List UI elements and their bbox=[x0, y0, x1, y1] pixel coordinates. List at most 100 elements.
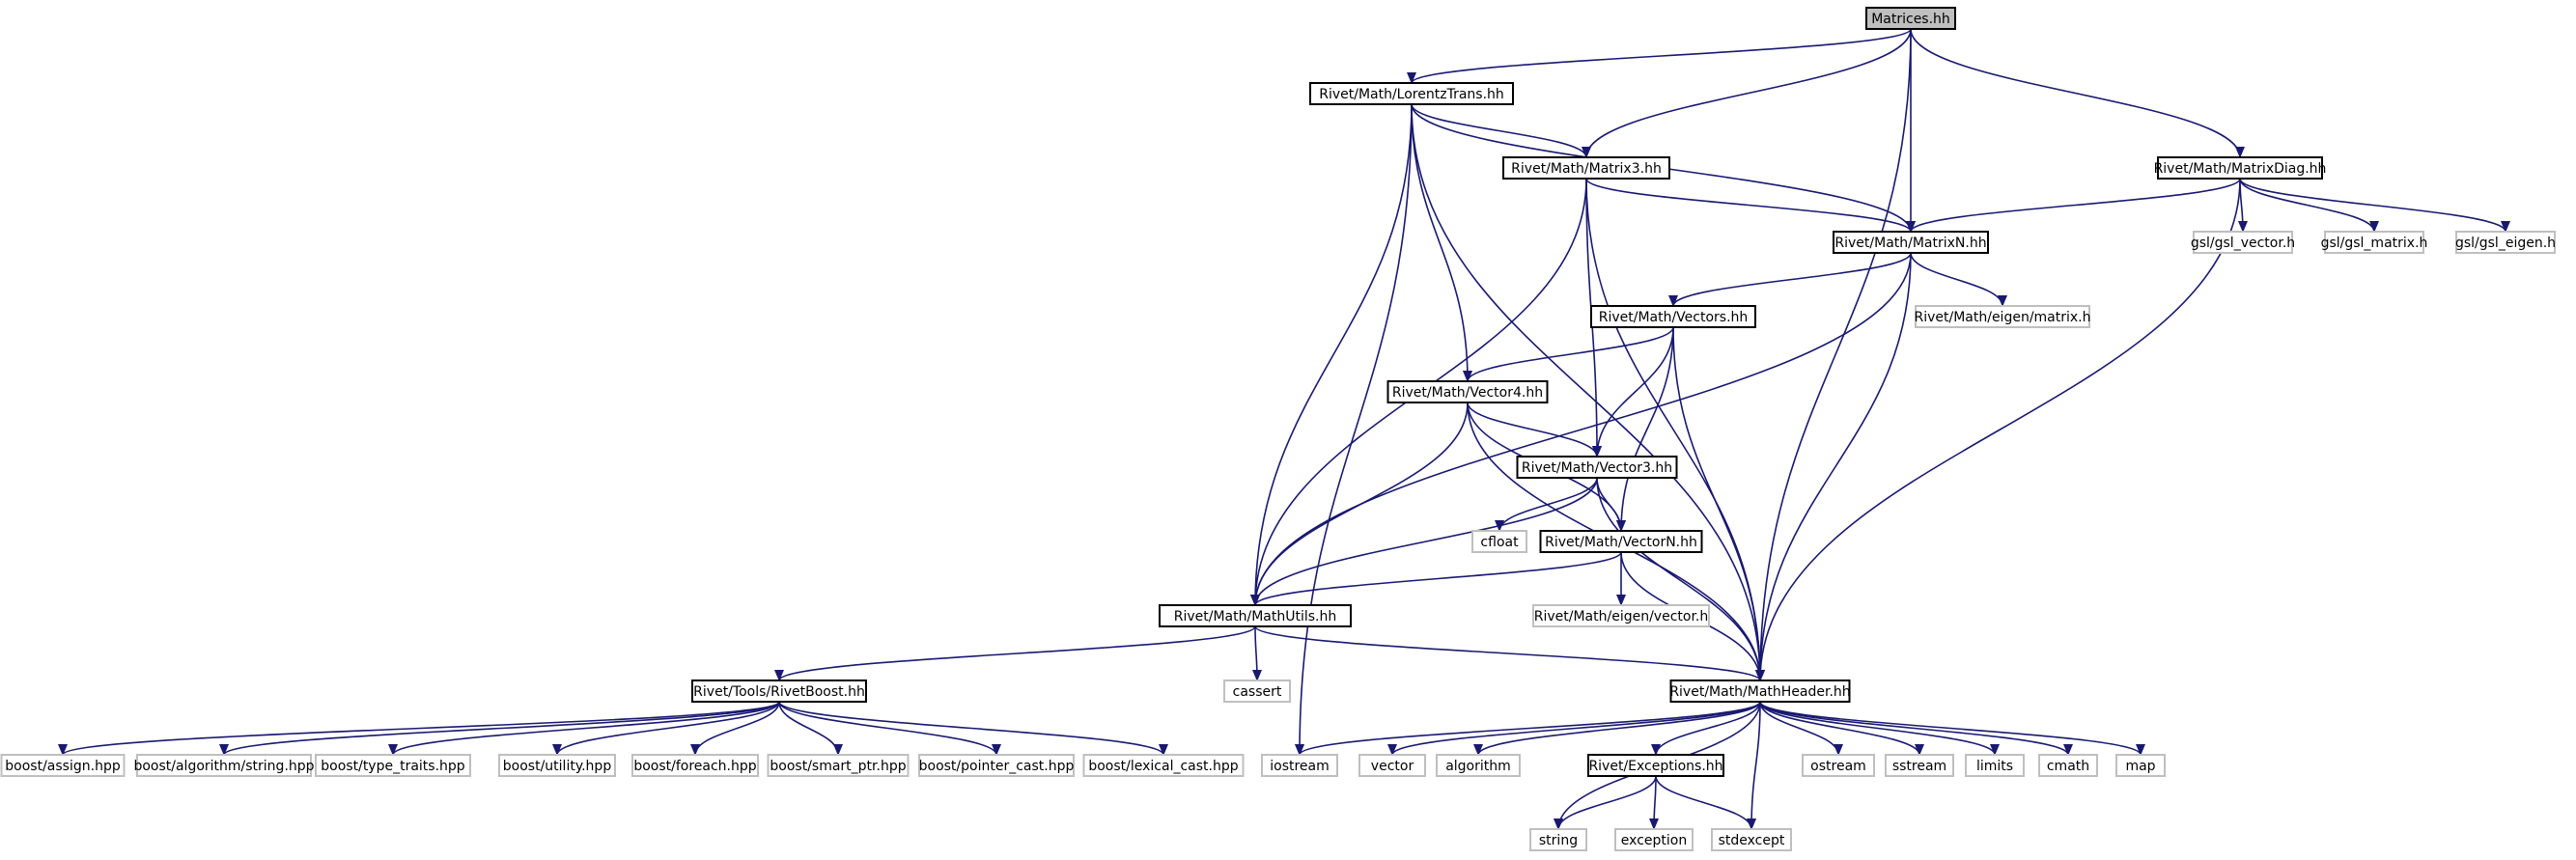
node-box-vector3 bbox=[1516, 456, 1678, 479]
node-exceptions[interactable]: Rivet/Exceptions.hh bbox=[1587, 754, 1724, 777]
node-box-map bbox=[2115, 754, 2166, 777]
node-mathheader[interactable]: Rivet/Math/MathHeader.hh bbox=[1669, 680, 1851, 703]
node-gsl_vector: gsl/gsl_vector.h bbox=[2191, 231, 2295, 254]
edge-vectors-to-vector3 bbox=[1592, 326, 1674, 458]
node-label-b_algstring: boost/algorithm/string.hpp bbox=[133, 759, 314, 774]
node-box-matrixdiag bbox=[2157, 156, 2323, 180]
edge-vectors-to-vector4 bbox=[1463, 326, 1674, 382]
edge-rivetboost-to-b_algstring bbox=[219, 701, 780, 756]
node-label-exception: exception bbox=[1621, 833, 1687, 848]
node-vector4[interactable]: Rivet/Math/Vector4.hh bbox=[1386, 380, 1549, 403]
node-iostream: iostream bbox=[1261, 754, 1338, 777]
node-label-b_typetraits: boost/type_traits.hpp bbox=[321, 759, 464, 774]
edge-mathutils-to-mathheader bbox=[1254, 625, 1765, 681]
node-box-matrices bbox=[1865, 7, 1956, 30]
edge-matrices-to-mathheader bbox=[1755, 28, 1912, 681]
node-matrixdiag[interactable]: Rivet/Math/MatrixDiag.hh bbox=[2154, 156, 2327, 180]
edge-exceptions-to-string bbox=[1554, 775, 1657, 830]
node-label-gsl_vector: gsl/gsl_vector.h bbox=[2191, 236, 2295, 251]
node-label-vectors: Rivet/Math/Vectors.hh bbox=[1599, 310, 1749, 325]
node-vector: vector bbox=[1358, 754, 1426, 777]
node-stdexcept: stdexcept bbox=[1711, 828, 1792, 851]
node-b_algstring: boost/algorithm/string.hpp bbox=[133, 754, 315, 777]
edge-vector4-to-mathutils bbox=[1250, 402, 1469, 606]
node-box-matrixn bbox=[1833, 231, 1989, 254]
edges-layer bbox=[58, 28, 2510, 830]
node-cassert: cassert bbox=[1223, 680, 1291, 703]
node-lorentz[interactable]: Rivet/Math/LorentzTrans.hh bbox=[1309, 82, 1514, 105]
edge-mathheader-to-iostream bbox=[1295, 701, 1761, 756]
node-matrixn[interactable]: Rivet/Math/MatrixN.hh bbox=[1833, 231, 1989, 254]
edge-vector3-to-mathheader bbox=[1596, 477, 1765, 681]
edge-mathheader-to-limits bbox=[1759, 701, 2000, 756]
edge-lorentz-to-vector4 bbox=[1411, 103, 1472, 382]
node-label-vector3: Rivet/Math/Vector3.hh bbox=[1522, 460, 1672, 476]
edge-exceptions-to-stdexcept bbox=[1655, 775, 1756, 830]
node-label-matrices: Matrices.hh bbox=[1871, 12, 1950, 27]
node-ostream: ostream bbox=[1802, 754, 1875, 777]
node-label-matrixdiag: Rivet/Math/MatrixDiag.hh bbox=[2154, 161, 2327, 177]
nodes-layer: Matrices.hhRivet/Math/LorentzTrans.hhRiv… bbox=[0, 7, 2556, 851]
node-label-b_utility: boost/utility.hpp bbox=[503, 759, 612, 774]
edge-matrixn-to-mathutils bbox=[1250, 252, 1912, 606]
node-b_utility: boost/utility.hpp bbox=[498, 754, 616, 777]
edge-matrixn-to-eigen_matrix bbox=[1910, 252, 2007, 307]
edge-rivetboost-to-b_lexicalcast bbox=[778, 701, 1168, 756]
node-label-gsl_matrix: gsl/gsl_matrix.h bbox=[2321, 236, 2428, 251]
edge-lorentz-to-mathutils bbox=[1250, 103, 1413, 606]
node-label-cfloat: cfloat bbox=[1480, 535, 1519, 550]
edge-rivetboost-to-b_pointercast bbox=[778, 701, 1001, 756]
node-vector3[interactable]: Rivet/Math/Vector3.hh bbox=[1516, 456, 1678, 479]
edge-lorentz-to-matrix3 bbox=[1411, 103, 1591, 158]
node-box-vector bbox=[1358, 754, 1426, 777]
node-b_assign: boost/assign.hpp bbox=[0, 754, 126, 777]
node-sstream: sstream bbox=[1885, 754, 1954, 777]
node-box-iostream bbox=[1261, 754, 1338, 777]
node-b_foreach: boost/foreach.hpp bbox=[631, 754, 759, 777]
node-box-exception bbox=[1614, 828, 1694, 851]
edge-mathheader-to-stdexcept bbox=[1747, 701, 1761, 830]
node-rivetboost[interactable]: Rivet/Tools/RivetBoost.hh bbox=[691, 680, 867, 703]
node-label-iostream: iostream bbox=[1270, 759, 1330, 774]
node-mathutils[interactable]: Rivet/Math/MathUtils.hh bbox=[1159, 604, 1352, 627]
node-box-exceptions bbox=[1587, 754, 1724, 777]
edge-vectorn-to-mathutils bbox=[1250, 551, 1622, 606]
node-box-vectors bbox=[1590, 305, 1756, 328]
edge-matrices-to-matrix3 bbox=[1582, 28, 1912, 158]
edge-rivetboost-to-b_typetraits bbox=[388, 701, 780, 756]
node-label-exceptions: Rivet/Exceptions.hh bbox=[1588, 759, 1722, 774]
edge-matrixdiag-to-mathheader bbox=[1755, 178, 2241, 681]
node-matrices[interactable]: Matrices.hh bbox=[1865, 7, 1956, 30]
edge-matrix3-to-matrixn bbox=[1585, 178, 1916, 233]
node-box-b_typetraits bbox=[315, 754, 471, 777]
node-box-gsl_eigen bbox=[2455, 231, 2556, 254]
edge-exceptions-to-exception bbox=[1649, 775, 1660, 830]
node-label-stdexcept: stdexcept bbox=[1719, 833, 1785, 848]
node-box-b_algstring bbox=[136, 754, 312, 777]
edge-rivetboost-to-b_foreach bbox=[690, 701, 780, 756]
node-label-vector4: Rivet/Math/Vector4.hh bbox=[1392, 385, 1543, 401]
node-box-vector4 bbox=[1386, 380, 1549, 403]
node-matrix3[interactable]: Rivet/Math/Matrix3.hh bbox=[1502, 156, 1670, 180]
node-vectorn[interactable]: Rivet/Math/VectorN.hh bbox=[1539, 530, 1703, 553]
node-box-b_pointercast bbox=[918, 754, 1075, 777]
node-b_smartptr: boost/smart_ptr.hpp bbox=[767, 754, 910, 777]
node-b_pointercast: boost/pointer_cast.hpp bbox=[918, 754, 1075, 777]
edge-mathheader-to-vector bbox=[1387, 701, 1761, 756]
node-gsl_matrix: gsl/gsl_matrix.h bbox=[2321, 231, 2428, 254]
node-cfloat: cfloat bbox=[1471, 530, 1527, 553]
node-label-vectorn: Rivet/Math/VectorN.hh bbox=[1545, 535, 1697, 550]
edge-mathutils-to-cassert bbox=[1251, 625, 1262, 681]
edge-vector3-to-mathutils bbox=[1250, 477, 1598, 606]
node-box-ostream bbox=[1802, 754, 1875, 777]
node-label-eigen_matrix: Rivet/Math/eigen/matrix.h bbox=[1914, 310, 2090, 325]
node-vectors[interactable]: Rivet/Math/Vectors.hh bbox=[1590, 305, 1756, 328]
edge-rivetboost-to-b_utility bbox=[552, 701, 780, 756]
edge-rivetboost-to-b_assign bbox=[58, 701, 780, 756]
node-eigen_vector: Rivet/Math/eigen/vector.h bbox=[1532, 604, 1710, 627]
edge-vector4-to-vector3 bbox=[1467, 402, 1602, 458]
node-box-matrix3 bbox=[1502, 156, 1670, 180]
node-algorithm: algorithm bbox=[1436, 754, 1521, 777]
node-label-mathheader: Rivet/Math/MathHeader.hh bbox=[1669, 684, 1850, 700]
